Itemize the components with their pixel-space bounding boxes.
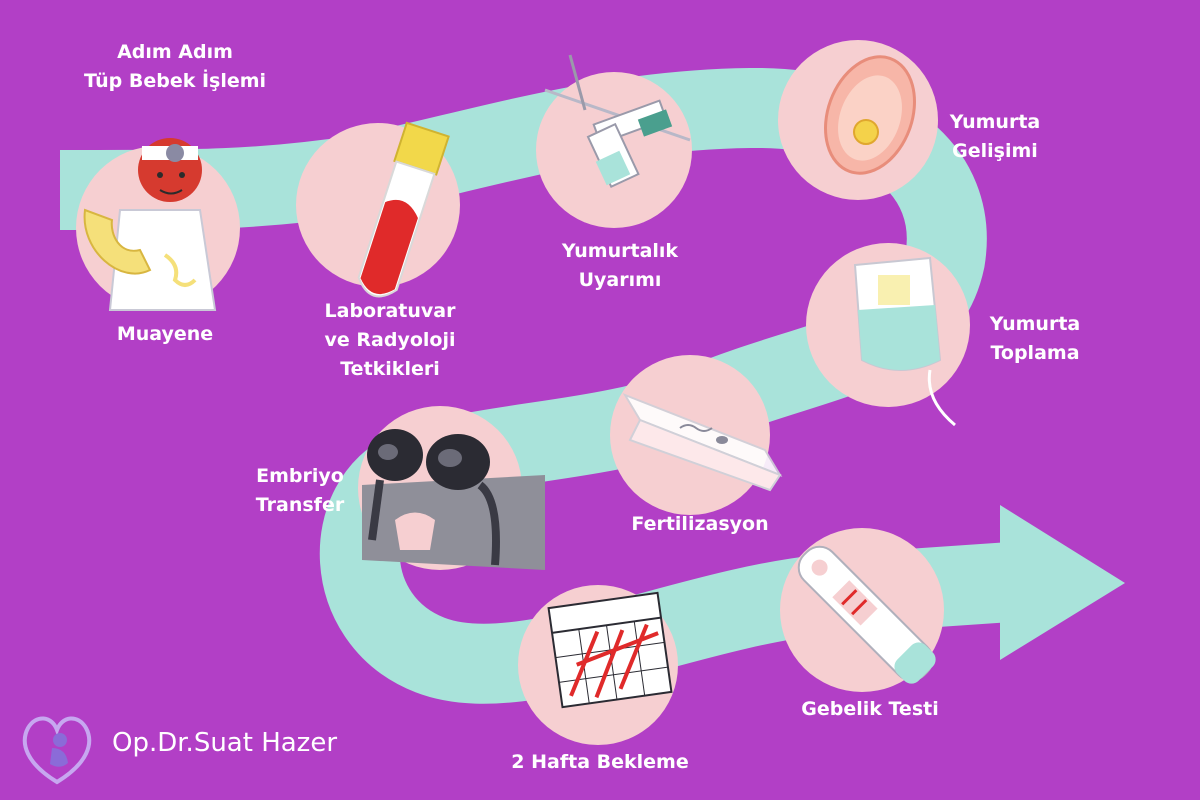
step-label-line: Yumurta (975, 310, 1095, 339)
step-label-line: Yumurtalık (545, 237, 695, 266)
title-line-2: Tüp Bebek İşlemi (60, 67, 290, 96)
step-label-fertilizasyon: Fertilizasyon (610, 510, 790, 539)
step-label-muayene: Muayene (95, 320, 235, 349)
step-laboratuvar (296, 123, 460, 303)
step-label-bekleme: 2 Hafta Bekleme (500, 748, 700, 777)
step-label-line: Toplama (975, 339, 1095, 368)
step-label-line: Laboratuvar (300, 297, 480, 326)
step-label-line: ve Radyoloji (300, 326, 480, 355)
step-label-line: Gelişimi (935, 137, 1055, 166)
step-label-gebelik: Gebelik Testi (790, 695, 950, 724)
step-gebelik (780, 528, 944, 692)
step-bekleme (518, 585, 678, 745)
step-label-embriyo: Embriyo Transfer (235, 462, 365, 520)
step-label-line: Uyarımı (545, 266, 695, 295)
step-label-line: Yumurta (935, 108, 1055, 137)
step-label-uyarim: Yumurtalık Uyarımı (545, 237, 695, 295)
step-label-line: Muayene (95, 320, 235, 349)
step-label-toplama: Yumurta Toplama (975, 310, 1095, 368)
heart-logo-icon (16, 708, 98, 790)
step-label-line: Embriyo (235, 462, 365, 491)
calendar-icon (549, 593, 672, 707)
step-label-line: Transfer (235, 491, 365, 520)
step-gelisim (778, 40, 938, 200)
title-line-1: Adım Adım (60, 38, 290, 67)
step-label-line: Fertilizasyon (610, 510, 790, 539)
step-label-line: Tetkikleri (300, 355, 480, 384)
step-label-line: 2 Hafta Bekleme (500, 748, 700, 777)
brand-name: Op.Dr.Suat Hazer (112, 728, 337, 758)
page-title: Adım Adım Tüp Bebek İşlemi (60, 38, 290, 96)
step-label-laboratuvar: Laboratuvar ve Radyoloji Tetkikleri (300, 297, 480, 384)
step-label-gelisim: Yumurta Gelişimi (935, 108, 1055, 166)
arrow-head (1000, 505, 1125, 660)
step-label-line: Gebelik Testi (790, 695, 950, 724)
